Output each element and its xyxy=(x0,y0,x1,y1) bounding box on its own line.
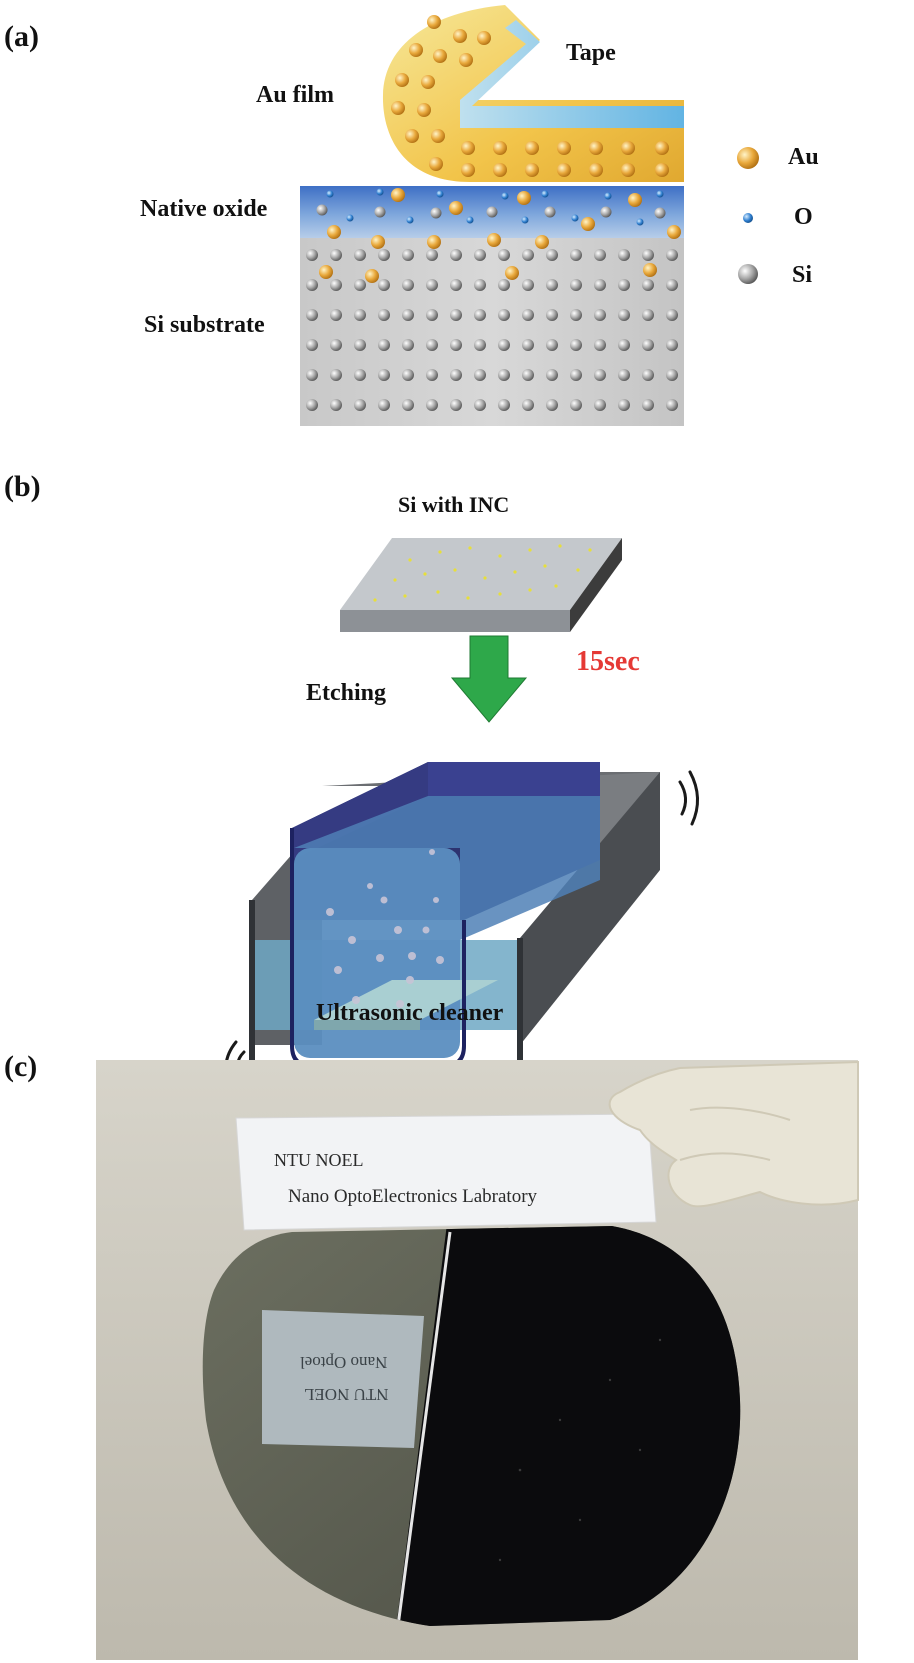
mirrored-label xyxy=(262,1310,424,1448)
legend-au-sphere xyxy=(737,147,759,169)
panel-c-label: (c) xyxy=(4,1050,38,1083)
paper-text-line2: Nano OptoElectronics Labratory xyxy=(288,1186,538,1207)
etching-arrow xyxy=(450,635,528,723)
gloved-hand xyxy=(608,1060,859,1208)
si-with-inc-label: Si with INC xyxy=(398,492,510,517)
si-substrate-label: Si substrate xyxy=(144,312,265,338)
si-sample-slab xyxy=(340,538,622,632)
au-film-label: Au film xyxy=(256,82,334,108)
lab-paper xyxy=(235,1113,657,1231)
ultrasonic-cleaner-label: Ultrasonic cleaner xyxy=(316,1000,504,1026)
legend-o-label: O xyxy=(794,204,813,230)
tape-label: Tape xyxy=(566,40,616,66)
etching-label: Etching xyxy=(306,680,387,706)
time-label: 15sec xyxy=(576,646,640,677)
etching-beaker xyxy=(290,762,600,1068)
panel-a-label: (a) xyxy=(4,20,39,53)
au-film-shape xyxy=(382,5,684,182)
au-film-atoms xyxy=(391,15,669,177)
tape-shape xyxy=(460,20,684,128)
si-atoms xyxy=(306,188,681,411)
mirror-text-line1: Nano Optoel xyxy=(300,1353,388,1372)
mirror-text-line2: NTU NOEL xyxy=(304,1385,389,1404)
legend-si-sphere xyxy=(738,264,758,284)
si-substrate-block xyxy=(300,236,684,426)
panel-b-label: (b) xyxy=(4,470,41,503)
panel-b-diagram xyxy=(224,538,699,1092)
legend-au-label: Au xyxy=(788,144,819,170)
panel-a-diagram xyxy=(300,5,759,426)
native-oxide-label: Native oxide xyxy=(140,196,268,222)
legend-si-label: Si xyxy=(792,262,813,288)
legend-o-sphere xyxy=(743,213,753,223)
paper-text-line1: NTU NOEL xyxy=(274,1150,364,1170)
